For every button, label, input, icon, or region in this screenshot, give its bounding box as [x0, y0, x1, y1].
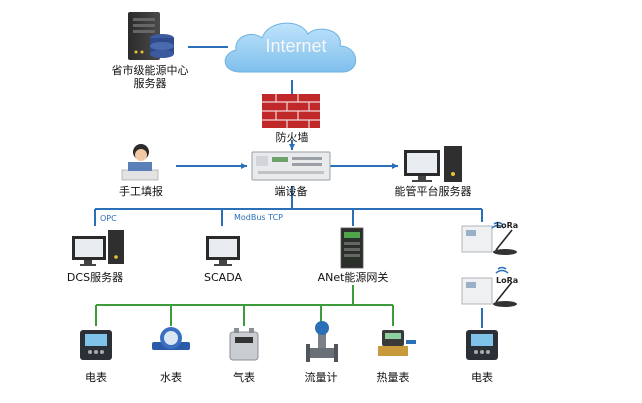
manual-entry-label: 手工填报 [119, 185, 163, 198]
platform-server-icon [404, 146, 462, 182]
firewall-label: 防火墙 [275, 131, 309, 144]
modbus-protocol-label: ModBus TCP [234, 213, 283, 222]
province-server-label: 省市级能源中心 服务器 [112, 64, 189, 90]
meter-label-heat: 热量表 [376, 371, 410, 384]
lora-meter-icon [461, 266, 517, 307]
heat-meter-icon [378, 330, 416, 356]
connection-lines [94, 46, 483, 328]
edge-device-label: 端设备 [274, 185, 308, 198]
lora-label-top: LoRa [496, 221, 519, 230]
province-server-label-line1: 省市级能源中心 [111, 64, 189, 77]
flow-meter-icon [306, 321, 338, 362]
platform-server-label: 能管平台服务器 [394, 185, 472, 198]
lora-meter-label: 电表 [471, 371, 493, 384]
water-meter-icon [152, 327, 190, 350]
lora-meter-icon [461, 221, 517, 255]
province-server-icon [128, 12, 174, 60]
gateway-label: ANet能源网关 [317, 271, 389, 284]
meter-label-electric: 电表 [85, 371, 107, 384]
electric-meter-icon [466, 330, 498, 360]
province-server-label-line2: 服务器 [133, 77, 167, 90]
edge-device-icon [251, 151, 331, 181]
firewall-icon [262, 94, 320, 128]
scada-label: SCADA [204, 271, 242, 284]
dcs-server-icon [72, 230, 124, 266]
internet-cloud-icon [224, 22, 356, 73]
person-laptop-icon [121, 144, 159, 181]
dcs-server-label: DCS服务器 [66, 271, 124, 284]
internet-label: Internet [265, 36, 327, 56]
scada-monitor-icon [206, 236, 240, 266]
electric-meter-icon [80, 330, 112, 360]
opc-protocol-label: OPC [100, 214, 117, 223]
gas-meter-icon [229, 328, 259, 361]
gateway-icon [340, 227, 364, 269]
meter-label-water: 水表 [160, 371, 182, 384]
meter-label-flow: 流量计 [304, 371, 338, 384]
lora-label-bottom: LoRa [496, 276, 519, 285]
meter-label-gas: 气表 [233, 371, 255, 384]
